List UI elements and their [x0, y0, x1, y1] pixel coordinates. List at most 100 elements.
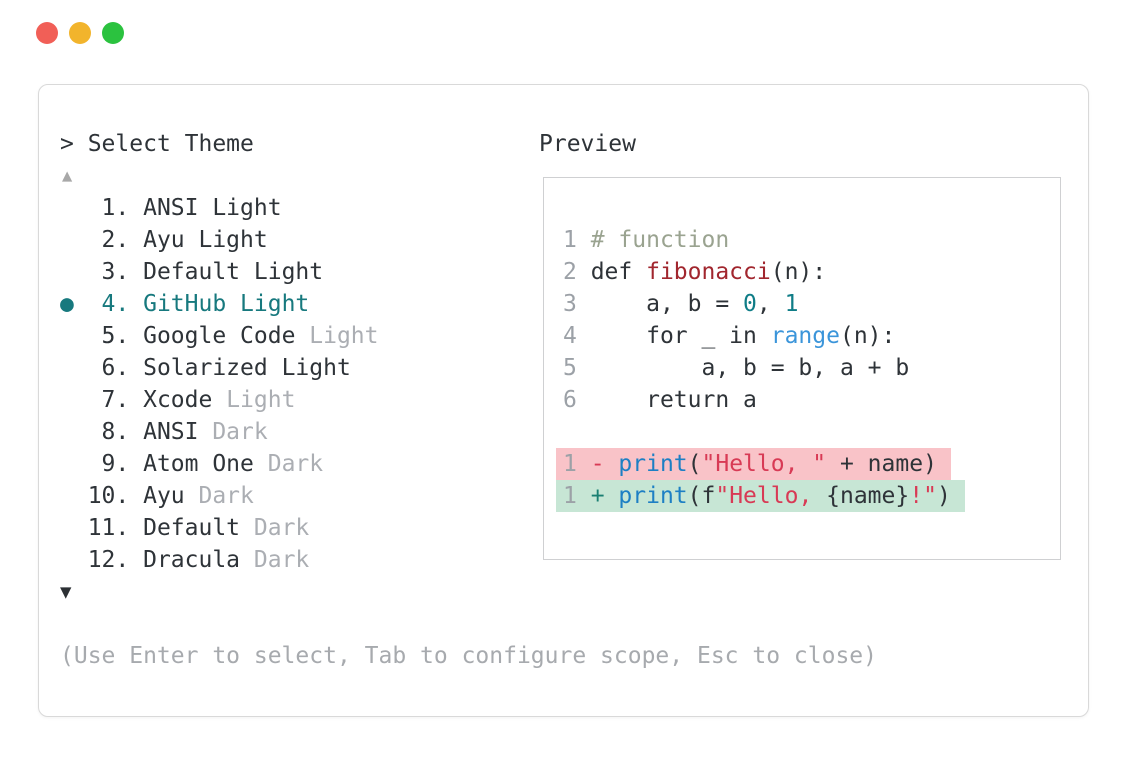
- theme-number: 5.: [87, 323, 144, 349]
- theme-number: 1.: [87, 195, 144, 221]
- maximize-button[interactable]: [102, 22, 124, 44]
- code-token: for _ in: [590, 323, 771, 349]
- marker-spacer: [60, 451, 88, 477]
- code-line: 1 - print("Hello, " + name): [556, 448, 1060, 480]
- code-token: a, b = b, a + b: [590, 355, 910, 381]
- theme-number: 7.: [87, 387, 144, 413]
- theme-picker-panel: > Select Theme Preview ▲ 1. ANSI Light 2…: [38, 84, 1089, 717]
- code-token: def: [590, 259, 647, 285]
- code-token: 6: [563, 387, 591, 413]
- theme-name-variant: Dark: [240, 515, 310, 541]
- code-line: [563, 416, 1060, 448]
- theme-name-variant: Light: [295, 323, 379, 349]
- theme-option[interactable]: 7. Xcode Light: [60, 384, 379, 416]
- theme-name: Xcode: [143, 387, 213, 413]
- theme-name: Atom One: [143, 451, 254, 477]
- theme-name: Default: [143, 515, 241, 541]
- code-line: 3 a, b = 0, 1: [563, 288, 1060, 320]
- code-token: + name): [826, 451, 937, 477]
- diff-added-line: 1 + print(f"Hello, {name}!"): [556, 480, 965, 512]
- theme-name: Ayu: [143, 483, 185, 509]
- keyboard-hint: (Use Enter to select, Tab to configure s…: [60, 643, 877, 669]
- marker-spacer: [60, 483, 88, 509]
- select-theme-prompt: > Select Theme: [60, 128, 254, 160]
- close-button[interactable]: [36, 22, 58, 44]
- code-line: 1 # function: [563, 224, 1060, 256]
- prompt-chevron-icon: >: [60, 131, 88, 157]
- marker-spacer: [60, 227, 88, 253]
- theme-number: 2.: [87, 227, 144, 253]
- code-token: range: [770, 323, 840, 349]
- code-token: 1: [563, 227, 591, 253]
- code-token: print: [618, 451, 688, 477]
- code-token: (n):: [839, 323, 896, 349]
- theme-number: 4.: [87, 291, 144, 317]
- code-token: {name}: [826, 483, 910, 509]
- window-controls: [36, 22, 124, 44]
- theme-name-variant: Dark: [240, 547, 310, 573]
- code-token: +: [590, 483, 619, 509]
- theme-option[interactable]: 3. Default Light: [60, 256, 379, 288]
- code-line: 5 a, b = b, a + b: [563, 352, 1060, 384]
- theme-name-variant: Light: [212, 387, 296, 413]
- marker-spacer: [60, 515, 88, 541]
- theme-name: ANSI: [143, 419, 199, 445]
- theme-number: 11.: [87, 515, 144, 541]
- theme-option[interactable]: 6. Solarized Light: [60, 352, 379, 384]
- theme-option[interactable]: 10. Ayu Dark: [60, 480, 379, 512]
- theme-number: 6.: [87, 355, 144, 381]
- code-token: 3: [563, 291, 591, 317]
- theme-name: Ayu Light: [143, 227, 268, 253]
- code-token: -: [590, 451, 619, 477]
- code-token: # function: [590, 227, 730, 253]
- theme-number: 8.: [87, 419, 144, 445]
- theme-option[interactable]: 2. Ayu Light: [60, 224, 379, 256]
- minimize-button[interactable]: [69, 22, 91, 44]
- code-line: 6 return a: [563, 384, 1060, 416]
- code-token: 1: [563, 451, 591, 477]
- code-token: ): [936, 483, 951, 509]
- marker-spacer: [60, 355, 88, 381]
- theme-name-variant: Dark: [184, 483, 254, 509]
- theme-option[interactable]: 5. Google Code Light: [60, 320, 379, 352]
- theme-option[interactable]: ● 4. GitHub Light: [60, 288, 379, 320]
- marker-spacer: [60, 195, 88, 221]
- theme-name: GitHub Light: [143, 291, 310, 317]
- theme-name-variant: Dark: [198, 419, 268, 445]
- code-token: 5: [563, 355, 591, 381]
- theme-option[interactable]: 8. ANSI Dark: [60, 416, 379, 448]
- code-token: !": [909, 483, 937, 509]
- theme-option[interactable]: 9. Atom One Dark: [60, 448, 379, 480]
- theme-name-variant: Dark: [253, 451, 324, 477]
- code-token: (n):: [770, 259, 827, 285]
- theme-option[interactable]: 12. Dracula Dark: [60, 544, 379, 576]
- theme-name: ANSI Light: [143, 195, 282, 221]
- theme-option[interactable]: 1. ANSI Light: [60, 192, 379, 224]
- theme-name: Google Code: [143, 323, 296, 349]
- code-line: 1 + print(f"Hello, {name}!"): [556, 480, 1060, 512]
- code-token: (: [687, 451, 702, 477]
- diff-removed-line: 1 - print("Hello, " + name): [556, 448, 951, 480]
- code-token: return a: [590, 387, 757, 413]
- code-line: 2 def fibonacci(n):: [563, 256, 1060, 288]
- theme-number: 12.: [87, 547, 144, 573]
- scroll-down-icon[interactable]: ▼: [60, 581, 72, 603]
- selected-bullet-icon: ●: [60, 291, 88, 317]
- scroll-up-icon[interactable]: ▲: [62, 166, 73, 186]
- select-theme-title: Select Theme: [87, 131, 254, 157]
- theme-name: Solarized Light: [143, 355, 351, 381]
- theme-number: 3.: [87, 259, 144, 285]
- preview-title: Preview: [539, 131, 636, 157]
- theme-number: 10.: [87, 483, 144, 509]
- marker-spacer: [60, 419, 88, 445]
- code-token: print: [618, 483, 688, 509]
- theme-number: 9.: [87, 451, 144, 477]
- marker-spacer: [60, 387, 88, 413]
- code-line: 4 for _ in range(n):: [563, 320, 1060, 352]
- code-token: ,: [756, 291, 785, 317]
- code-token: a, b =: [590, 291, 744, 317]
- code-token: "Hello, ": [701, 451, 827, 477]
- theme-option[interactable]: 11. Default Dark: [60, 512, 379, 544]
